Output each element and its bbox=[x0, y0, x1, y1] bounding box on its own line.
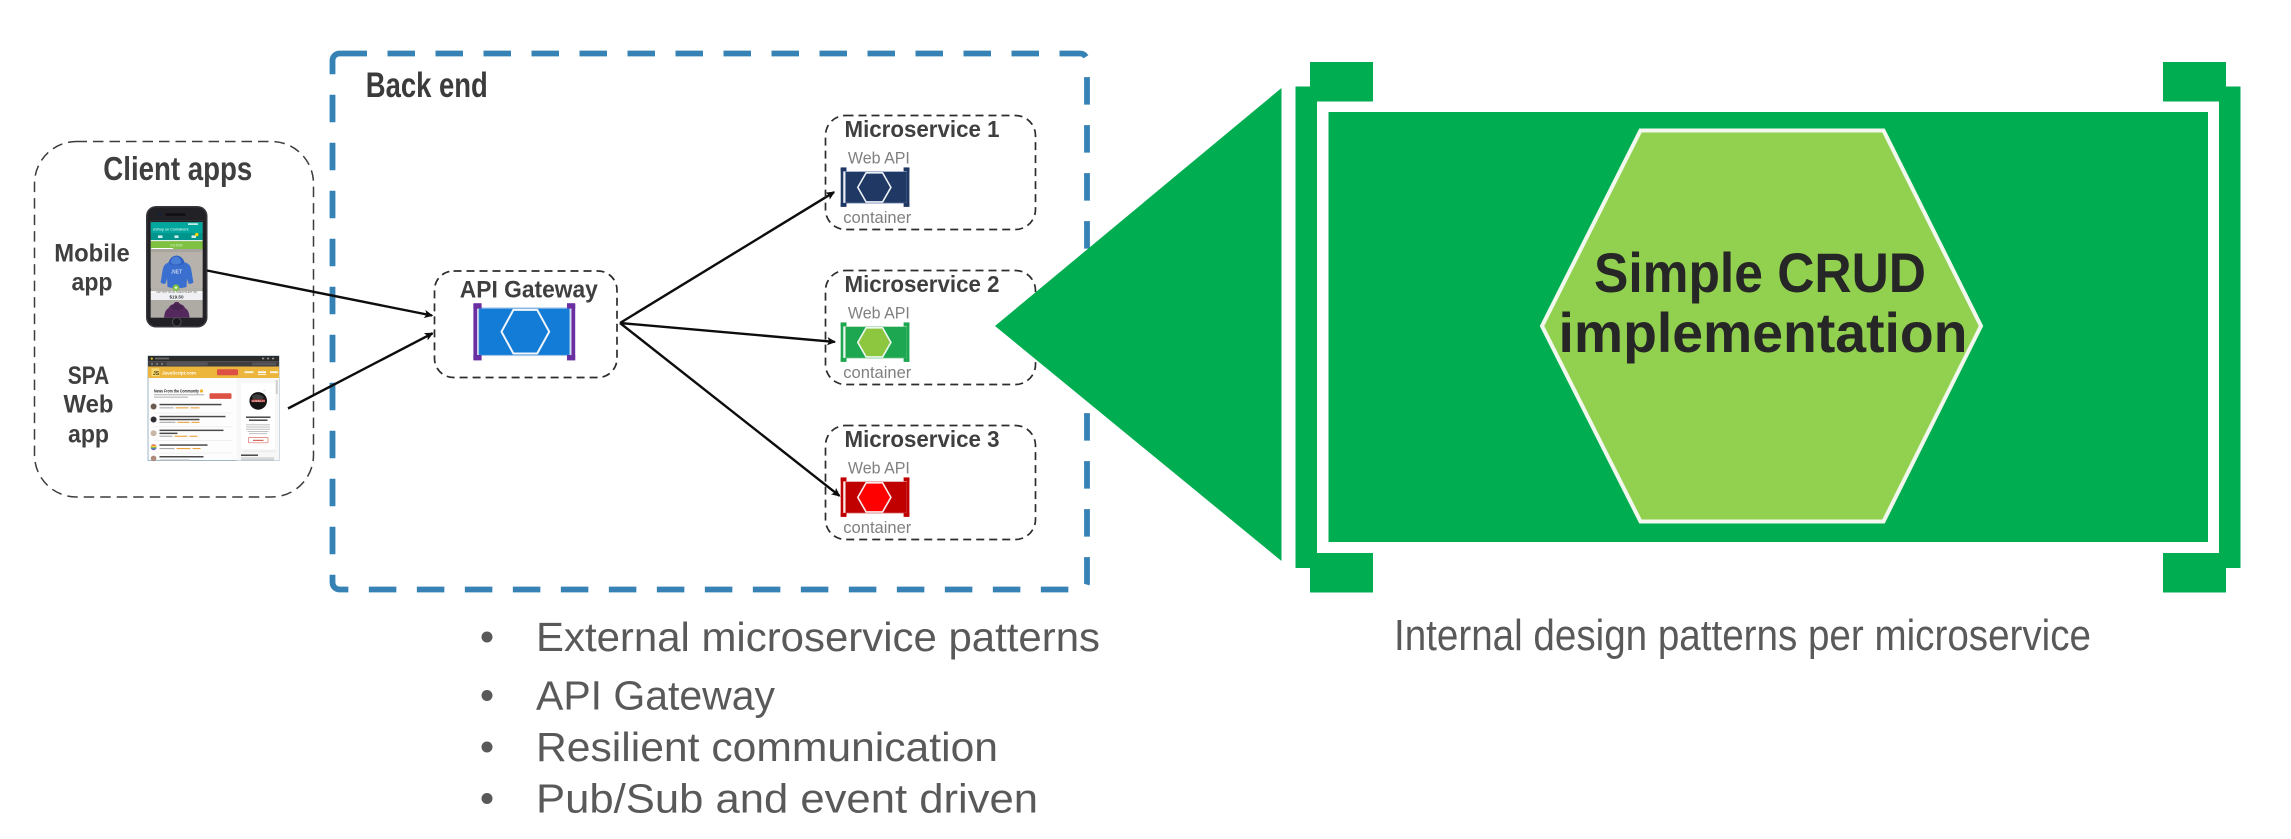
svg-text:Microservice 2: Microservice 2 bbox=[845, 271, 1000, 297]
svg-text:External microservice patterns: External microservice patterns bbox=[536, 614, 1100, 660]
svg-text:implementation: implementation bbox=[1559, 301, 1968, 364]
svg-text:Simple CRUD: Simple CRUD bbox=[1594, 241, 1926, 304]
svg-text:VANDELAY: VANDELAY bbox=[251, 399, 265, 403]
svg-text:Internal design patterns per m: Internal design patterns per microservic… bbox=[1394, 611, 2091, 660]
svg-text:Mobile: Mobile bbox=[54, 240, 130, 268]
svg-text:container: container bbox=[843, 518, 911, 537]
svg-text:$19.50: $19.50 bbox=[169, 295, 183, 300]
svg-text:Web API: Web API bbox=[848, 459, 910, 478]
svg-text:Client apps: Client apps bbox=[103, 150, 252, 187]
svg-text:Pub/Sub and event driven: Pub/Sub and event driven bbox=[536, 776, 1038, 822]
svg-text:FILTER: FILTER bbox=[170, 244, 183, 248]
svg-text:News From the Community: News From the Community bbox=[154, 389, 199, 395]
svg-text:container: container bbox=[843, 208, 911, 227]
svg-text:JS: JS bbox=[153, 371, 160, 377]
svg-text:API Gateway: API Gateway bbox=[460, 277, 599, 304]
svg-text:container: container bbox=[843, 363, 911, 382]
svg-text:Resilient communication: Resilient communication bbox=[536, 724, 998, 770]
svg-text:.NET BOT BLUE SWEATSHIRT (M): .NET BOT BLUE SWEATSHIRT (M) bbox=[156, 290, 198, 294]
svg-text:app: app bbox=[68, 421, 109, 449]
svg-text:JavaScript.com: JavaScript.com bbox=[162, 370, 196, 375]
svg-text:API Gateway: API Gateway bbox=[536, 673, 775, 719]
svg-text:app: app bbox=[72, 268, 113, 296]
svg-text:eShop on Containers: eShop on Containers bbox=[153, 228, 189, 232]
svg-text:Back end: Back end bbox=[366, 66, 488, 105]
svg-text:Web API: Web API bbox=[848, 304, 910, 323]
svg-text:SPA: SPA bbox=[68, 362, 110, 390]
svg-text:.NET: .NET bbox=[171, 270, 182, 276]
svg-text:Microservice 1: Microservice 1 bbox=[845, 116, 1000, 142]
svg-text:Web: Web bbox=[64, 390, 114, 418]
svg-text:Microservice 3: Microservice 3 bbox=[845, 426, 1000, 452]
svg-text:Web API: Web API bbox=[848, 149, 910, 168]
